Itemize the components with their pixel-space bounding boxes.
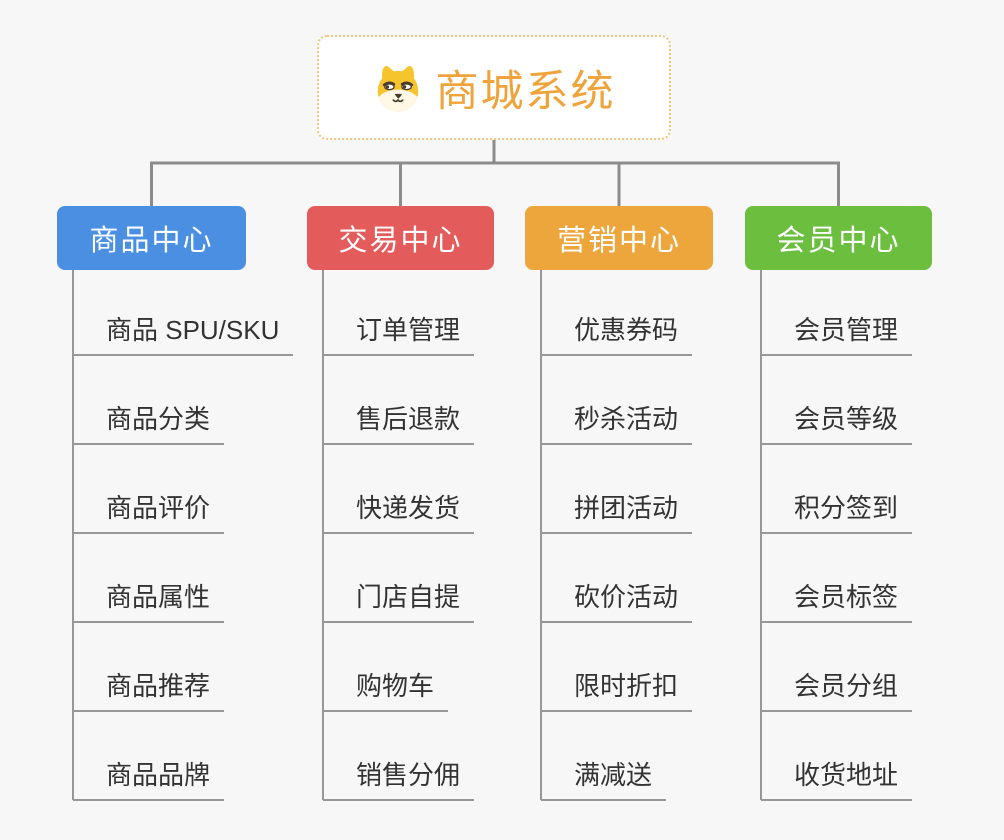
leaf-node[interactable]: 限时折扣	[541, 666, 693, 712]
leaf-node[interactable]: 门店自提	[323, 577, 475, 623]
leaf-node[interactable]: 快递发货	[323, 488, 475, 534]
leaf-node[interactable]: 商品品牌	[73, 755, 225, 801]
leaf-node[interactable]: 商品推荐	[73, 666, 225, 712]
branch-node-trade-center[interactable]: 交易中心	[307, 206, 494, 270]
leaf-node[interactable]: 销售分佣	[323, 755, 475, 801]
leaf-node[interactable]: 售后退款	[323, 399, 475, 445]
leaf-node[interactable]: 收货地址	[761, 755, 913, 801]
branch-node-product-center[interactable]: 商品中心	[57, 206, 246, 270]
leaf-node[interactable]: 商品 SPU/SKU	[73, 310, 294, 356]
branch-node-member-center[interactable]: 会员中心	[745, 206, 932, 270]
leaf-node[interactable]: 砍价活动	[541, 577, 693, 623]
leaf-node[interactable]: 商品属性	[73, 577, 225, 623]
leaf-node[interactable]: 优惠券码	[541, 310, 693, 356]
leaf-node[interactable]: 会员管理	[761, 310, 913, 356]
leaf-node[interactable]: 满减送	[541, 755, 667, 801]
leaf-node[interactable]: 拼团活动	[541, 488, 693, 534]
leaf-node[interactable]: 会员分组	[761, 666, 913, 712]
branch-rail-line	[150, 161, 840, 206]
root-title: 商城系统	[435, 67, 616, 116]
branch-node-marketing-center[interactable]: 营销中心	[525, 206, 713, 270]
leaf-node[interactable]: 订单管理	[323, 310, 475, 356]
leaf-node[interactable]: 商品评价	[73, 488, 225, 534]
leaf-node[interactable]: 商品分类	[73, 399, 225, 445]
leaf-node[interactable]: 购物车	[323, 666, 449, 712]
leaf-node[interactable]: 会员等级	[761, 399, 913, 445]
leaf-node[interactable]: 会员标签	[761, 577, 913, 623]
root-node[interactable]: 商城系统	[317, 35, 671, 140]
dog-icon	[377, 65, 418, 111]
leaf-node[interactable]: 积分签到	[761, 488, 913, 534]
leaf-node[interactable]: 秒杀活动	[541, 399, 693, 445]
